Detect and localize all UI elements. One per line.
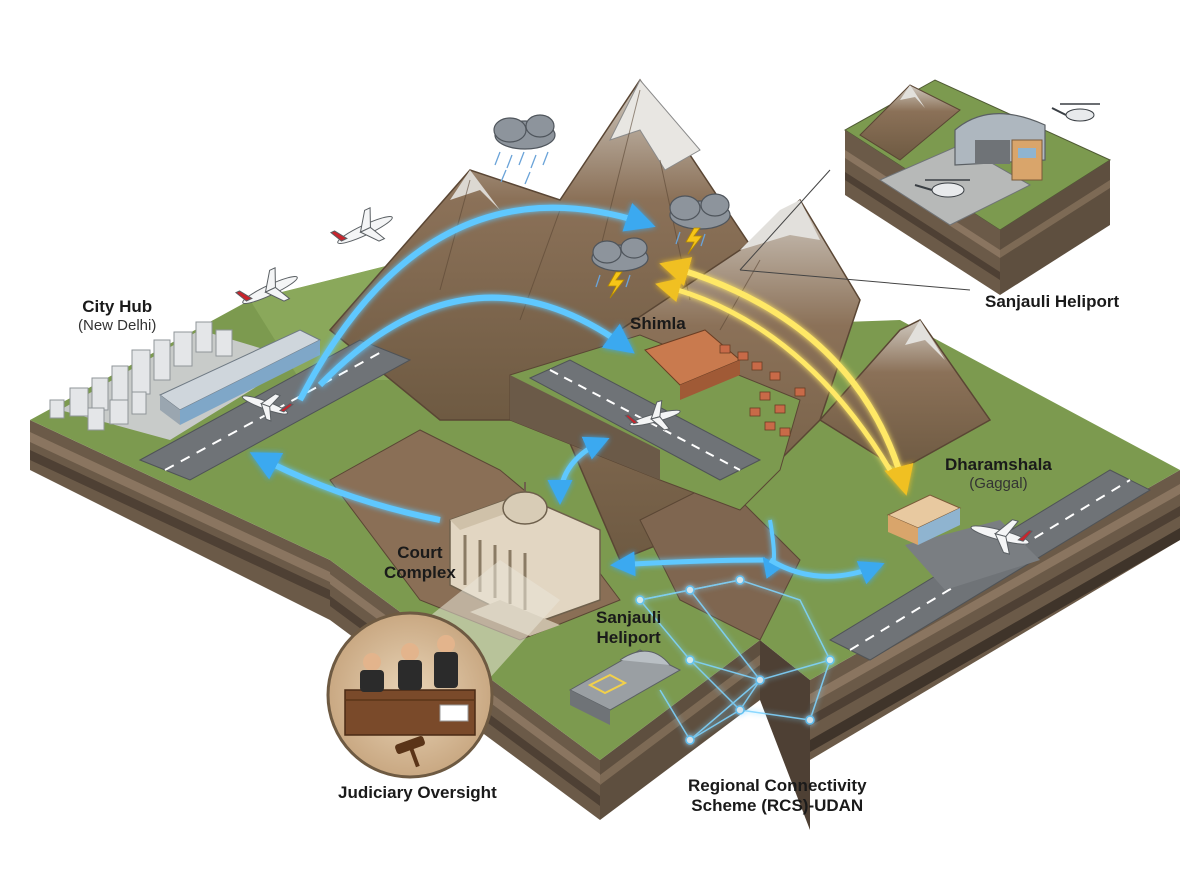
hangar-icon xyxy=(954,113,1046,181)
judiciary-title: Judiciary Oversight xyxy=(338,783,497,802)
judiciary-oversight-label: Judiciary Oversight xyxy=(338,783,497,803)
sanjauli-inset-title: Sanjauli Heliport xyxy=(985,292,1120,311)
flight-routes xyxy=(249,203,914,585)
city-hub-title: City Hub xyxy=(82,297,153,316)
sanjauli-inset-label: Sanjauli Heliport xyxy=(985,292,1119,312)
route-delhi-storm xyxy=(297,203,656,402)
rcs-line-2: Scheme (RCS)-UDAN xyxy=(691,796,864,815)
route-dharamshala-storm xyxy=(659,257,914,496)
court-complex-label: Court Complex xyxy=(384,543,456,583)
court-line-1: Court xyxy=(397,543,443,562)
sanjauli-heliport-small xyxy=(568,649,682,725)
route-network-dharamshala xyxy=(768,557,885,585)
rcs-line-1: Regional Connectivity xyxy=(688,776,867,795)
court-line-2: Complex xyxy=(384,563,456,582)
sanjauli-inset-block xyxy=(739,79,1112,295)
judiciary-circle xyxy=(326,560,560,779)
route-delhi-shimla xyxy=(317,294,635,388)
route-court-delhi xyxy=(249,452,441,523)
city-hub-label: City Hub (New Delhi) xyxy=(78,297,156,335)
sanjauli-line-1: Sanjauli xyxy=(596,608,662,627)
city-hub-subtitle: (New Delhi) xyxy=(78,317,157,334)
shimla-label: Shimla xyxy=(630,314,686,334)
shimla-title: Shimla xyxy=(630,314,686,333)
route-court-shimla xyxy=(547,436,610,505)
dharamshala-subtitle: (Gaggal) xyxy=(969,475,1028,492)
route-network-court xyxy=(610,551,766,577)
dharamshala-title: Dharamshala xyxy=(945,455,1052,474)
sanjauli-heliport-label: Sanjauli Heliport xyxy=(596,608,661,648)
gavel-icon xyxy=(395,736,425,768)
regional-network xyxy=(635,575,835,745)
sanjauli-line-2: Heliport xyxy=(596,628,661,647)
helicopter-icon xyxy=(914,103,1100,198)
dharamshala-label: Dharamshala (Gaggal) xyxy=(945,455,1052,493)
storm-cloud-icon xyxy=(493,114,731,299)
city-hub-area xyxy=(49,321,412,481)
rcs-udan-label: Regional Connectivity Scheme (RCS)-UDAN xyxy=(688,776,867,816)
airplane-icon xyxy=(234,206,1033,555)
